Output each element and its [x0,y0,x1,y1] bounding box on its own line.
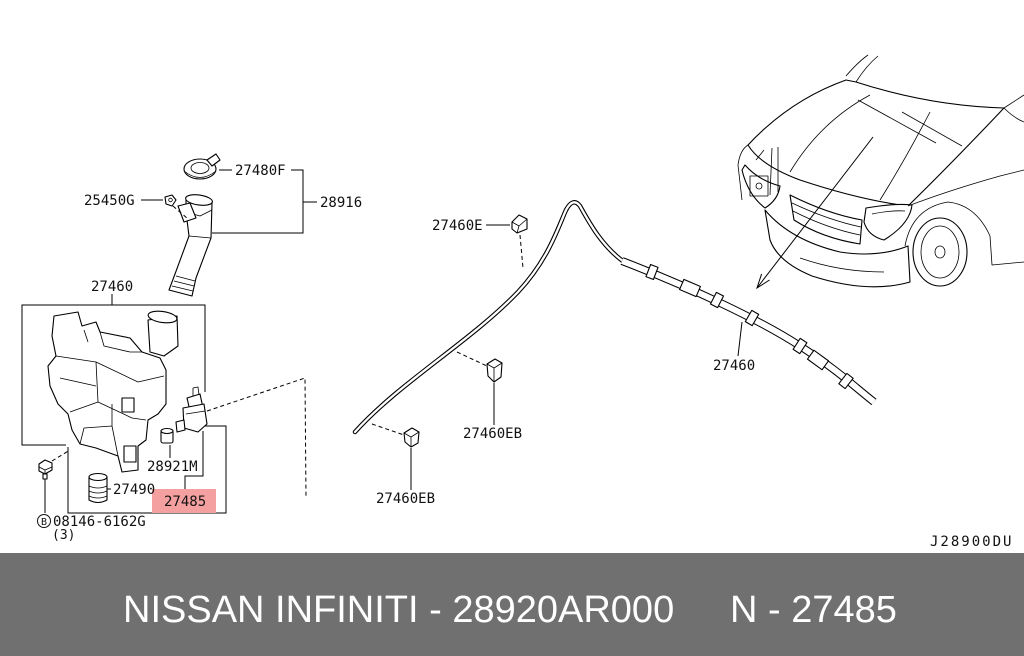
vehicle-headlight-detail [871,210,906,215]
filler-neck [168,194,213,297]
label-filler-neck: 28916 [320,195,362,211]
label-tank: 27460 [91,279,133,295]
bracket-pump-assembly [67,425,227,514]
location-arrow-head [756,273,770,290]
hose-sheath-clip [645,263,659,281]
washer-tank [47,310,179,473]
leader-line-hose [737,321,743,357]
location-arrow-shaft [756,136,874,289]
pump-grommet [160,427,174,444]
vehicle-engine-bay-detail [749,147,779,197]
footer-band: NISSAN INFINITI - 28920AR000 N - 27485 [0,553,1024,656]
washer-hose-upper-inner [353,201,626,434]
diagram-code: J28900DU [930,534,1013,550]
parts-diagram-canvas: 27480F 28916 25450G 27460 27460E 27460 2… [21,54,1024,550]
vehicle-wheel-rim [920,225,960,279]
label-filler-cap: 27480F [235,163,286,179]
label-bolt: 08146-6162G [53,514,146,530]
dashed-line-hose-clip-e [519,234,524,269]
hose-sheath-connector [679,278,701,298]
neck-clip-25450g [164,194,177,207]
tank-bolt [38,459,53,480]
vehicle-right-headlight [863,203,913,241]
label-neck-clip: 25450G [84,193,135,209]
label-hose-clip-e: 27460E [432,218,483,234]
vehicle-grille-slats [791,202,862,236]
bolt-symbol: B [37,514,51,528]
washer-pump [175,386,208,433]
bolt-symbol-letter: B [41,517,47,528]
vehicle-wheel-hub [934,245,946,259]
dashed-line-neck-clip [172,205,189,220]
label-grommet: 28921M [147,459,198,475]
dashed-line-pump-to-hose [206,377,307,499]
vehicle-left-headlamp [741,164,781,209]
vehicle-bumper-intake [799,257,885,273]
bracket-filler-neck-assembly [212,169,304,234]
vehicle-right-side [904,169,1024,266]
filler-cap [183,153,221,180]
location-arrow [756,136,874,290]
hose-sheath-clip [744,309,760,327]
parts-diagram: 27480F 28916 25450G 27460 27460E 27460 2… [21,54,1024,550]
hose-sheath-clip [838,372,854,390]
vehicle-reservoir-cap [755,182,763,190]
vehicle-wipers [857,99,963,147]
leader-line-pump [184,431,204,489]
hose-clip-27460e [511,214,528,234]
hose-sheath-clip [709,291,725,309]
vehicle-grille [789,194,863,245]
label-pump: 27485 [164,494,206,510]
footer-part-ref: N - 27485 [730,589,897,631]
pump-strainer [88,472,108,504]
label-hose-clip-eb-lower: 27460EB [376,491,435,507]
vehicle-a-pillar [845,54,1024,123]
vehicle-front-illustration [737,54,1024,288]
label-strainer: 27490 [113,482,155,498]
hose-sheath-clip [792,337,808,355]
washer-hose-upper-outline [352,200,627,435]
dashed-line-bolt [51,449,71,462]
leader-lines [21,169,743,514]
bolt-symbol-circle [37,514,51,528]
label-hose-clip-eb-upper: 27460EB [463,426,522,442]
dashed-line-hose-clip-eb-upper [456,351,488,367]
vehicle-front-bumper [764,209,911,288]
hose-sheath-connector [806,349,830,371]
washer-hose [352,200,877,435]
bracket-tank-assembly [21,304,206,446]
part-highlight [152,489,216,513]
vehicle-hood [747,79,1005,207]
vehicle-left-fender [737,144,749,201]
dashed-line-hose-clip-eb-lower [371,423,405,436]
hose-clip-27460eb-upper [486,358,503,383]
label-bolt-quantity: (3) [52,528,75,543]
hose-clip-27460eb-lower [403,427,420,448]
footer-part-title: NISSAN INFINITI - 28920AR000 [123,589,675,631]
label-hose: 27460 [713,358,755,374]
vehicle-wheel-tire [912,217,968,287]
